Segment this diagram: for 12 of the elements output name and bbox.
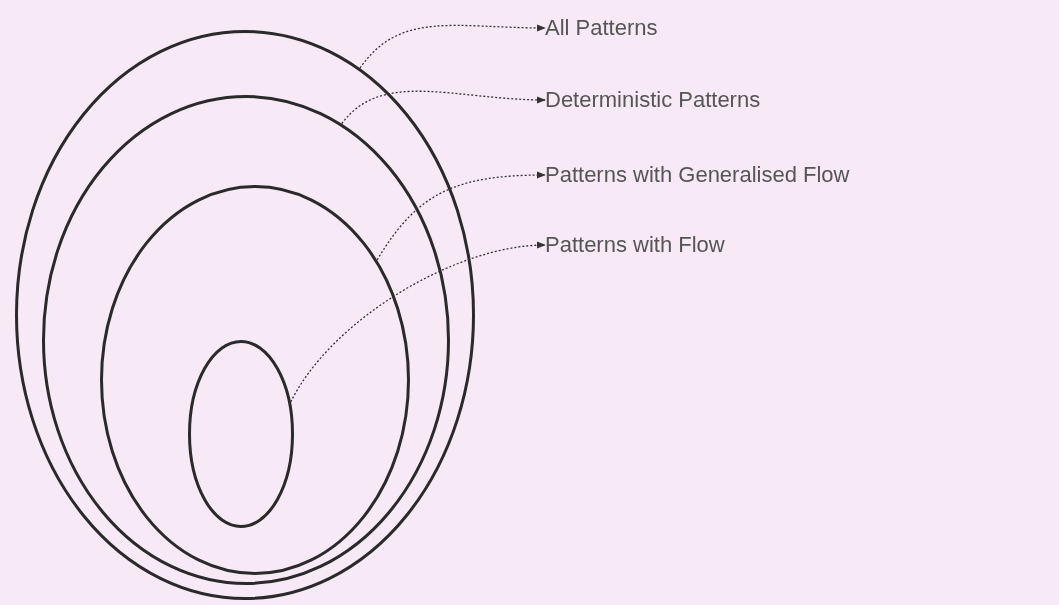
set-ellipse xyxy=(15,30,475,600)
set-label: Patterns with Generalised Flow xyxy=(545,161,850,189)
set-ellipse xyxy=(188,340,294,528)
set-ellipse xyxy=(42,95,450,585)
leader-line xyxy=(341,90,546,125)
leader-line xyxy=(359,24,546,69)
set-label: All Patterns xyxy=(545,14,658,42)
leader-line xyxy=(376,171,546,261)
set-label: Patterns with Flow xyxy=(545,231,725,259)
leader-line xyxy=(290,241,546,403)
set-ellipse xyxy=(100,185,410,575)
set-label: Deterministic Patterns xyxy=(545,86,761,114)
